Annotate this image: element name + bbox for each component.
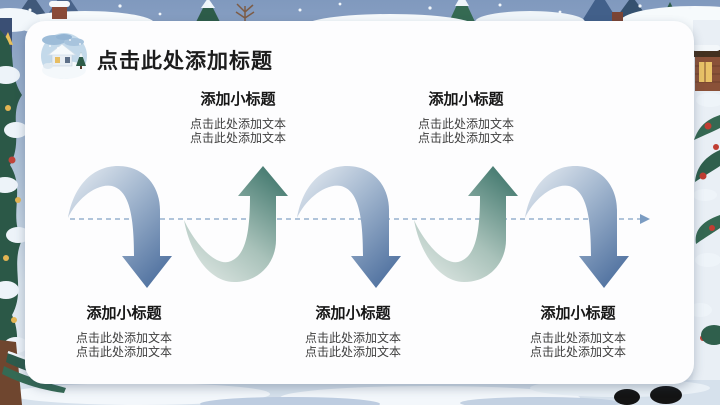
- subtitle-block-bottom-2[interactable]: 添加小标题 点击此处添加文本 点击此处添加文本: [278, 306, 428, 359]
- subtitle-body-line: 点击此处添加文本: [304, 331, 401, 345]
- subtitle-title[interactable]: 添加小标题: [540, 305, 616, 322]
- subtitle-block-top-1[interactable]: 添加小标题 点击此处添加文本 点击此处添加文本: [163, 92, 313, 145]
- subtitle-body-line: 点击此处添加文本: [417, 117, 514, 131]
- subtitle-body-line: 点击此处添加文本: [304, 344, 401, 359]
- left-tree: [0, 18, 30, 390]
- subtitle-block-bottom-3[interactable]: 添加小标题 点击此处添加文本 点击此处添加文本: [503, 306, 653, 359]
- subtitle-body-line: 点击此处添加文本: [189, 117, 286, 131]
- subtitle-title[interactable]: 添加小标题: [428, 91, 504, 108]
- subtitle-body-line: 点击此处添加文本: [417, 130, 514, 145]
- subtitle-title[interactable]: 添加小标题: [200, 91, 276, 108]
- subtitle-block-bottom-1[interactable]: 添加小标题 点击此处添加文本 点击此处添加文本: [49, 306, 199, 359]
- axis-arrowhead-icon: [640, 214, 650, 224]
- subtitle-body-line: 点击此处添加文本: [529, 331, 626, 345]
- arc-arrow-up-2[interactable]: [412, 164, 522, 288]
- subtitle-title[interactable]: 添加小标题: [86, 305, 162, 322]
- arc-arrow-down-3[interactable]: [523, 164, 633, 288]
- subtitle-title[interactable]: 添加小标题: [315, 305, 391, 322]
- subtitle-body-line: 点击此处添加文本: [529, 344, 626, 359]
- snow-house-icon[interactable]: [40, 32, 88, 80]
- slide-title-placeholder[interactable]: 点击此处添加标题: [97, 50, 273, 73]
- subtitle-block-top-2[interactable]: 添加小标题 点击此处添加文本 点击此处添加文本: [391, 92, 541, 145]
- right-foliage: [688, 20, 720, 390]
- subtitle-body-line: 点击此处添加文本: [189, 130, 286, 145]
- dashed-timeline-axis: [70, 214, 650, 224]
- arc-arrow-down-1[interactable]: [66, 164, 176, 288]
- subtitle-body-line: 点击此处添加文本: [75, 331, 172, 345]
- arc-arrow-down-2[interactable]: [295, 164, 405, 288]
- content-card: 点击此处添加标题 添加小标题 点击此处添加文本 点击此处添加文本 添加小标题 点…: [25, 21, 694, 384]
- arc-arrow-up-1[interactable]: [182, 164, 292, 288]
- subtitle-body-line: 点击此处添加文本: [75, 344, 172, 359]
